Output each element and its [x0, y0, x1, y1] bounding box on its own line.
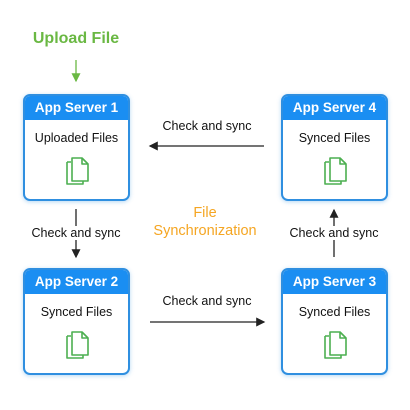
center-title-line2: Synchronization — [153, 223, 257, 239]
app-server-3-box: App Server 3 Synced Files — [281, 268, 388, 375]
server-files-label: Uploaded Files — [34, 131, 119, 145]
server-name: App Server 3 — [283, 270, 386, 294]
edge-label-s2-to-s3: Check and sync — [162, 294, 252, 308]
center-title-line1: File — [193, 205, 217, 221]
copy-files-icon — [66, 331, 89, 359]
server-name: App Server 2 — [25, 270, 128, 294]
copy-files-icon — [324, 157, 347, 185]
edge-label-s4-to-s1: Check and sync — [162, 119, 252, 133]
server-files-label: Synced Files — [40, 305, 113, 319]
copy-files-icon — [66, 157, 89, 185]
upload-file-title: Upload File — [32, 30, 120, 47]
file-synchronization-title: File Synchronization — [130, 204, 280, 240]
edge-label-s1-to-s2: Check and sync — [16, 226, 136, 240]
edge-label-s3-to-s4: Check and sync — [274, 226, 394, 240]
server-files-label: Synced Files — [298, 131, 371, 145]
app-server-1-box: App Server 1 Uploaded Files — [23, 94, 130, 201]
server-name: App Server 4 — [283, 96, 386, 120]
copy-files-icon — [324, 331, 347, 359]
app-server-4-box: App Server 4 Synced Files — [281, 94, 388, 201]
app-server-2-box: App Server 2 Synced Files — [23, 268, 130, 375]
server-files-label: Synced Files — [298, 305, 371, 319]
server-name: App Server 1 — [25, 96, 128, 120]
